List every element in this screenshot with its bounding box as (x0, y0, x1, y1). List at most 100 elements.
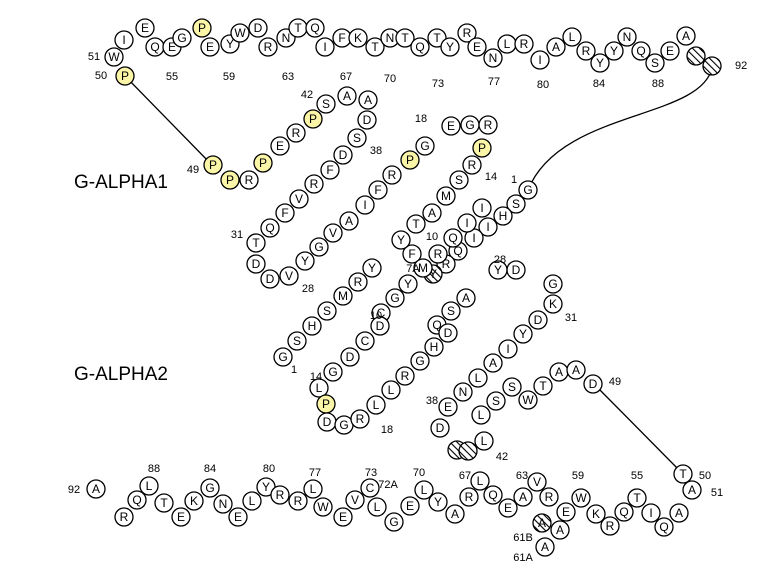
residue-circle (453, 382, 473, 402)
residue-alpha2-49: T (533, 376, 553, 396)
residue-letter: L (316, 381, 323, 395)
residue-circle (532, 513, 552, 533)
residue-alpha2-17: C (355, 331, 375, 351)
residue-alpha1-helix-1: S (506, 194, 526, 214)
residue-alpha1-helix-22: F (368, 180, 388, 200)
residue-letter: Y (368, 261, 376, 275)
residue-circle (317, 301, 337, 321)
residue-alpha1-top-1: I (114, 30, 134, 50)
residue-circle (445, 504, 465, 524)
residue-circle (398, 274, 418, 294)
residue-alpha2-15: G (323, 362, 343, 382)
residue-letter: W (522, 393, 534, 407)
residue-circle (410, 37, 430, 57)
residue-alpha2-1: S (287, 331, 307, 351)
residue-letter: H (308, 319, 317, 333)
residue-alpha1-helix-12: M (436, 186, 456, 206)
residue-alpha2-bottom-21: E (400, 496, 420, 516)
residue-alpha2-bottom-2: Q (127, 490, 147, 510)
residue-number: 55 (631, 470, 643, 482)
residue-alpha1-top-32: R (576, 41, 596, 61)
residue-letter: L (388, 383, 395, 397)
residue-circle (260, 218, 280, 238)
residue-letter: Q (265, 221, 274, 235)
residue-alpha1-helix-41: A (337, 86, 357, 106)
residue-alpha1-top-2: E (135, 18, 155, 38)
residue-alpha1-top-30: A (546, 37, 566, 57)
residue-alpha2-bottom-19: L (367, 497, 387, 517)
residue-letter: A (555, 365, 563, 379)
residue-alpha1-helix-26: G (309, 237, 329, 257)
residue-letter: D (444, 326, 453, 340)
residue-letter: W (317, 500, 329, 514)
residue-circle (309, 378, 329, 398)
residue-letter: L (249, 494, 256, 508)
residue-letter: Q (415, 40, 424, 54)
residue-letter: I (486, 220, 489, 234)
residue-alpha1-helix-35: R (304, 174, 324, 194)
residue-alpha2-39: L (366, 395, 386, 415)
residue-circle (347, 128, 367, 148)
residue-letter: G (415, 354, 424, 368)
residue-alpha1-top-17: K (348, 28, 368, 48)
residue-circle (486, 391, 506, 411)
residue-letter: L (481, 434, 488, 448)
residue-circle (546, 37, 566, 57)
residue-circle (583, 374, 603, 394)
residue-alpha1-top-3: Q (145, 37, 165, 57)
residue-alpha2-24: G (543, 274, 563, 294)
residue-circle (337, 86, 357, 106)
residue-circle (514, 34, 534, 54)
residue-circle (270, 485, 290, 505)
residue-alpha2-46: S (486, 391, 506, 411)
residue-letter: A (675, 506, 683, 520)
residue-letter: V (351, 493, 359, 507)
residue-circle (260, 269, 280, 289)
residue-circle (200, 37, 220, 57)
residue-letter: G (205, 481, 214, 495)
residue-alpha2-helix-42: L (474, 431, 494, 451)
residue-alpha2-30: L (468, 368, 488, 388)
residue-alpha1-helix-10: T (406, 214, 426, 234)
residue-circle (275, 203, 295, 223)
residue-alpha2-4: M (333, 286, 353, 306)
residue-letter: P (121, 69, 129, 83)
residue-circle (457, 213, 477, 233)
residue-alpha1-helix-37: D (333, 145, 353, 165)
residue-letter: Y (519, 327, 527, 341)
residue-circle (641, 503, 661, 523)
residue-number: 63 (516, 470, 528, 482)
residue-letter: D (436, 421, 445, 435)
residue-alpha2-38: R (350, 409, 370, 429)
residue-number: 73 (365, 467, 377, 479)
residue-circle (415, 136, 435, 156)
residue-circle (483, 353, 503, 373)
residue-number: 14 (485, 171, 497, 183)
residue-letter: R (120, 510, 129, 524)
residue-circle (313, 497, 333, 517)
residue-number: 49 (187, 164, 199, 176)
residue-alpha2-21: A (456, 288, 476, 308)
residue-circle (556, 502, 576, 522)
residue-alpha1-helix-48: P (220, 170, 240, 190)
residue-alpha2-37: G (334, 415, 354, 435)
residue-alpha2-5: R (348, 272, 368, 292)
residue-letter: F (374, 183, 381, 197)
residue-alpha2-47: S (502, 377, 522, 397)
residue-circle (428, 244, 448, 264)
residue-letter: T (160, 496, 168, 510)
residue-circle (270, 136, 290, 156)
residue-circle (357, 110, 377, 130)
residue-circle (362, 258, 382, 278)
residue-circle (468, 368, 488, 388)
residue-alpha2-bottom-23: Y (428, 492, 448, 512)
residue-circle (600, 516, 620, 536)
residue-circle (367, 497, 387, 517)
residue-circle (441, 301, 461, 321)
residue-letter: G (278, 350, 287, 364)
residue-alpha1-helix-8: F (402, 244, 422, 264)
residue-alpha1-helix-27: Y (295, 251, 315, 271)
residue-letter: P (322, 397, 330, 411)
residue-letter: S (455, 173, 463, 187)
residue-alpha1-helix-46: P (253, 153, 273, 173)
